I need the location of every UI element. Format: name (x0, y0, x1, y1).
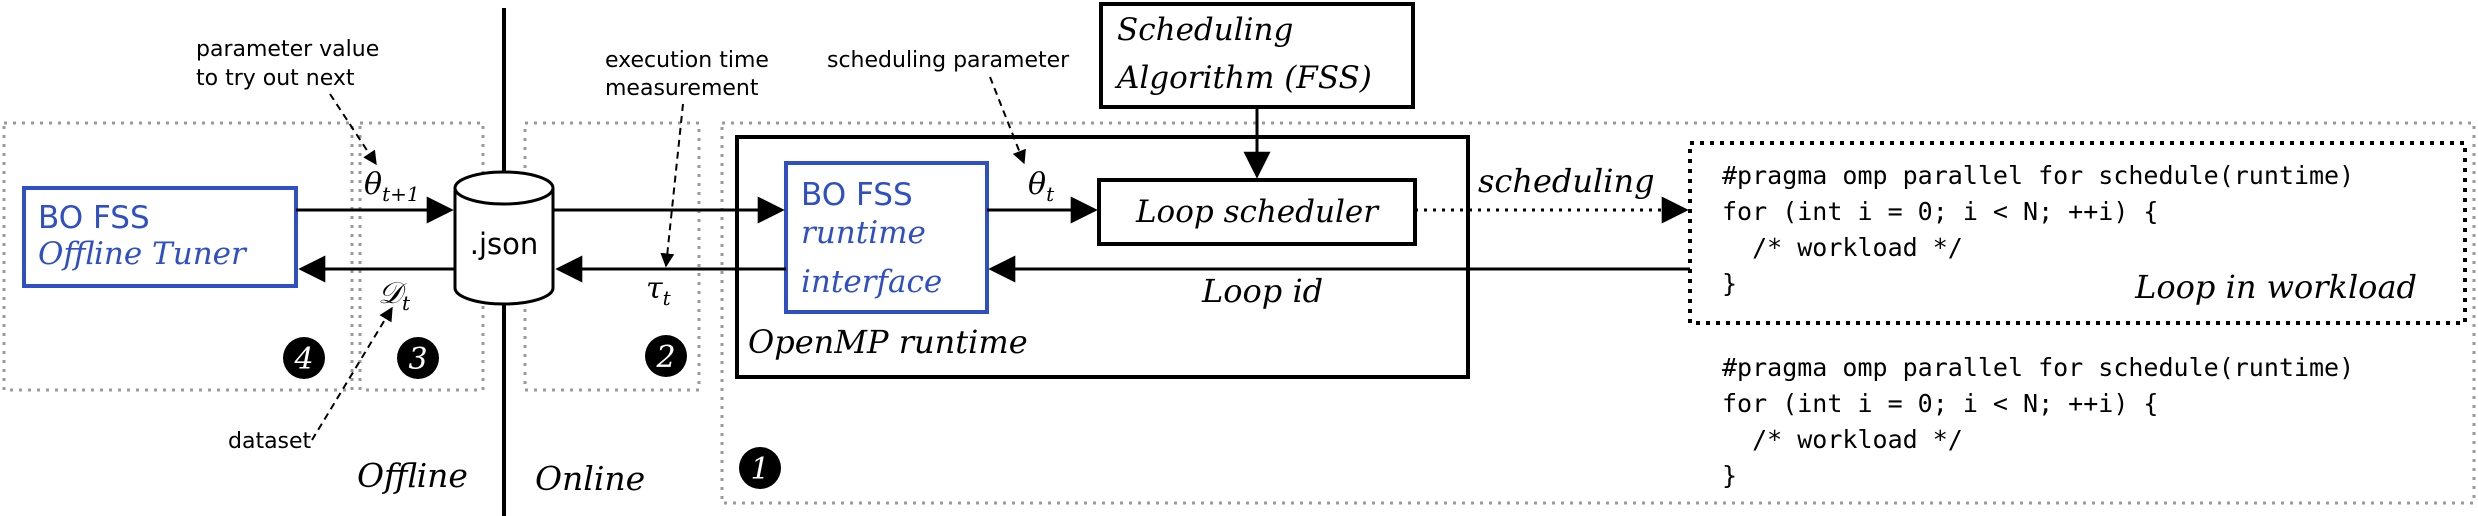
edge-label-scheduling: scheduling (1478, 162, 1655, 200)
symbol-theta-next-base: θ (364, 167, 382, 202)
symbol-dataset-sub: t (402, 291, 411, 315)
leader-param-next (329, 93, 377, 166)
loop-scheduler-label: Loop scheduler (1135, 194, 1380, 230)
workload-loop-1-code-line3: /* workload */ (1722, 233, 1963, 262)
offline-tuner-title: BO FSS (38, 200, 150, 236)
json-cylinder-body (453, 188, 555, 306)
annotation-param-next-line1: parameter value (196, 37, 379, 62)
annotation-exec-time-line2: measurement (605, 76, 759, 101)
symbol-theta-next-sub: t+1 (382, 182, 420, 206)
json-store-label: .json (470, 227, 539, 261)
edge-label-loop-id: Loop id (1201, 272, 1323, 310)
runtime-interface-title: BO FSS (801, 177, 913, 213)
workload-loop-2: #pragma omp parallel for schedule(runtim… (1722, 353, 2354, 490)
symbol-tau-sub: t (663, 286, 672, 310)
workload-loop-2-code-line4: } (1722, 461, 1737, 490)
annotation-sched-param: scheduling parameter (827, 48, 1070, 73)
workload-loop-1-frame (1688, 141, 2467, 325)
json-store: .json (453, 170, 555, 306)
symbol-theta-next: θt+1 (364, 167, 420, 206)
workload-loop-2-code-line2: for (int i = 0; i < N; ++i) { (1722, 389, 2159, 418)
runtime-interface-line2: runtime (801, 215, 926, 251)
step-marker-1-circle (739, 447, 781, 489)
step-marker-3: 3 (397, 337, 439, 379)
symbol-tau-base: τ (646, 271, 663, 306)
annotation-exec-time-line1: execution time (605, 48, 769, 73)
offline-tuner: BO FSS Offline Tuner (22, 186, 298, 288)
scheduling-algorithm-line1: Scheduling (1117, 12, 1293, 48)
annotation-param-next-line2: to try out next (196, 66, 355, 91)
symbol-tau: τt (646, 271, 672, 310)
step-marker-2: 2 (645, 335, 687, 377)
phase-label-online: Online (535, 459, 645, 498)
symbol-dataset: 𝒟t (378, 276, 411, 315)
workload-loop-1-code-line2: for (int i = 0; i < N; ++i) { (1722, 197, 2159, 226)
step-marker-1-number: 1 (750, 452, 769, 487)
scheduling-algorithm-line2: Algorithm (FSS) (1114, 60, 1372, 96)
runtime-interface-box (784, 161, 989, 314)
leader-dataset (311, 306, 393, 441)
step-marker-4: 4 (283, 337, 325, 379)
region-1-frame (720, 121, 2476, 505)
phase-label-offline: Offline (357, 456, 468, 495)
workload-loop-1-caption: Loop in workload (2134, 268, 2417, 306)
scheduling-algorithm: Scheduling Algorithm (FSS) (1099, 2, 1415, 109)
symbol-theta-base: θ (1028, 167, 1046, 202)
symbol-theta-sub: t (1046, 182, 1055, 206)
offline-tuner-box (22, 186, 298, 288)
workload-loop-2-code-line3: /* workload */ (1722, 425, 1963, 454)
step-marker-3-number: 3 (408, 342, 427, 377)
workload-loop-2-code-line1: #pragma omp parallel for schedule(runtim… (1722, 353, 2354, 382)
region-3-frame (358, 121, 485, 392)
offline-tuner-subtitle: Offline Tuner (38, 236, 248, 272)
workload-loop-1-code-line1: #pragma omp parallel for schedule(runtim… (1722, 161, 2354, 190)
step-marker-4-number: 4 (293, 342, 313, 377)
leader-exec-time (660, 103, 684, 268)
loop-scheduler-box (1097, 178, 1417, 246)
step-marker-2-circle (645, 335, 687, 377)
region-4-frame (2, 121, 354, 392)
loop-scheduler: Loop scheduler (1097, 178, 1417, 246)
leader-sched-param (989, 76, 1026, 165)
step-marker-1: 1 (739, 447, 781, 489)
annotation-dataset: dataset (228, 429, 312, 454)
step-marker-4-circle (283, 337, 325, 379)
openmp-runtime-label: OpenMP runtime (748, 323, 1028, 361)
workload-loop-1-code-line4: } (1722, 269, 1737, 298)
runtime-interface: BO FSS runtime interface (784, 161, 989, 314)
workload-loop-1: #pragma omp parallel for schedule(runtim… (1688, 141, 2467, 325)
json-cylinder-top (453, 170, 555, 206)
step-marker-3-circle (397, 337, 439, 379)
symbol-theta: θt (1028, 167, 1055, 206)
step-marker-2-number: 2 (655, 340, 675, 375)
runtime-interface-line3: interface (801, 264, 942, 300)
openmp-runtime-box (735, 135, 1470, 379)
